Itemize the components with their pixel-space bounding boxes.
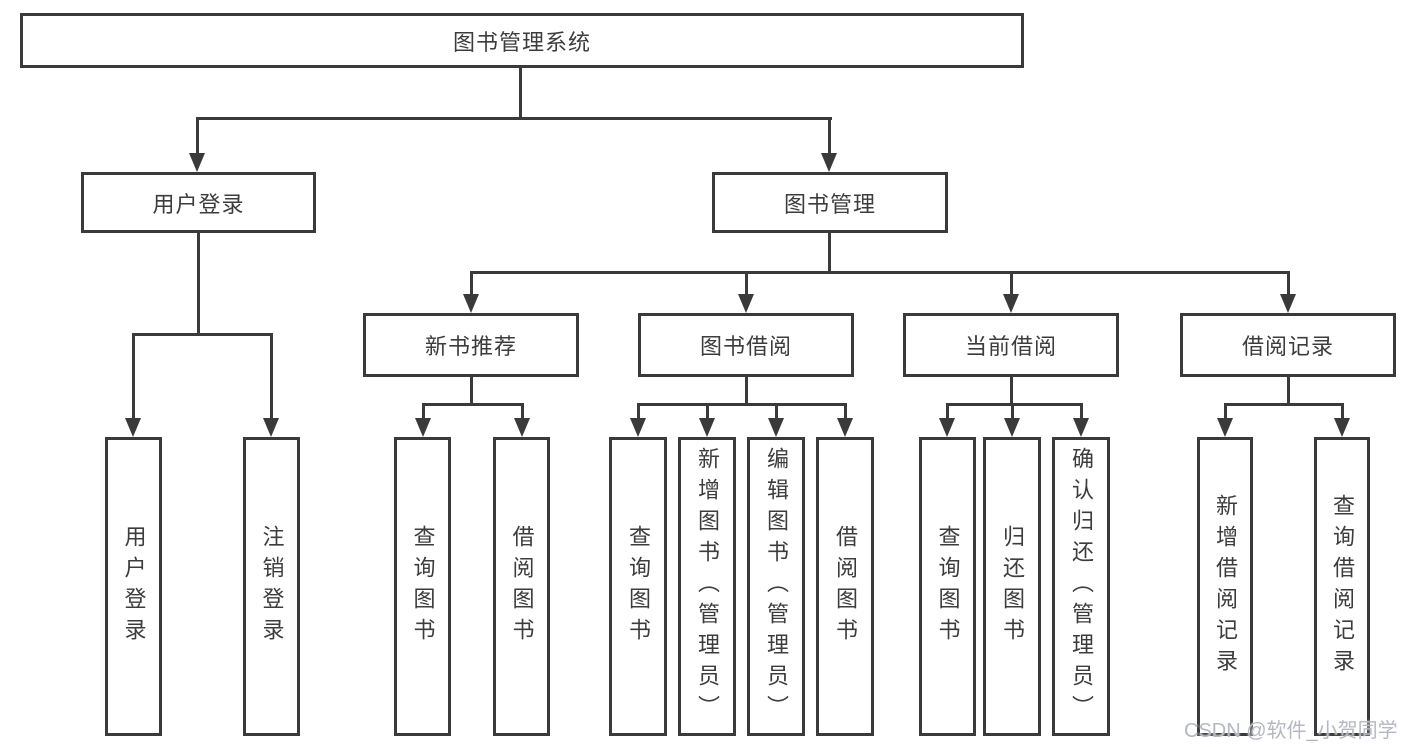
arrow-line-bb-add [706, 403, 709, 420]
arrowhead-bb-edit [768, 418, 784, 437]
node-root: 图书管理系统 [20, 13, 1024, 68]
csdn-watermark: CSDN @软件_小贺同学 [1184, 720, 1398, 742]
connector-new-book-recommend-stem [470, 377, 473, 405]
connector-user-login-branch [132, 333, 273, 336]
node-borrow-records: 借阅记录 [1180, 313, 1396, 377]
arrow-line-bb-edit [775, 403, 778, 420]
node-nbr-query-books: 查询图书 [394, 437, 451, 736]
arrowhead-to-book-management [821, 153, 837, 172]
connector-new-book-recommend-branch [422, 403, 523, 406]
node-current-borrow: 当前借阅 [903, 313, 1119, 377]
connector-root-branch [196, 117, 832, 120]
connector-root-stem [519, 68, 522, 119]
arrowhead-to-logout-leaf [263, 418, 279, 437]
node-cb-return-books: 归还图书 [983, 437, 1041, 736]
arrow-line-bb-borrow [844, 403, 847, 420]
node-new-book-recommend: 新书推荐 [363, 313, 579, 377]
node-bb-borrow-books: 借阅图书 [816, 437, 874, 736]
arrowhead-nbr-borrow [514, 418, 530, 437]
node-bb-query-books: 查询图书 [609, 437, 667, 736]
arrow-line-nbr-query [422, 403, 425, 420]
arrowhead-bb-add [699, 418, 715, 437]
node-book-management: 图书管理 [712, 172, 948, 233]
arrow-line-nbr-borrow [521, 403, 524, 420]
connector-current-borrow-branch [946, 403, 1082, 406]
connector-book-borrow-stem [745, 377, 748, 405]
arrow-line-br-query [1341, 403, 1344, 420]
arrow-line-to-logout-leaf [270, 333, 273, 419]
arrowhead-to-user-login-leaf [125, 418, 141, 437]
arrow-line-cb-confirm [1080, 403, 1083, 420]
arrowhead-to-book-borrow [738, 294, 754, 313]
node-nbr-borrow-books: 借阅图书 [493, 437, 550, 736]
arrow-line-to-book-borrow [745, 271, 748, 296]
arrow-line-to-user-login [196, 117, 199, 155]
arrow-line-bb-query [637, 403, 640, 420]
connector-borrow-records-branch [1224, 403, 1343, 406]
arrow-line-to-new-book-recommend [470, 271, 473, 296]
arrowhead-cb-return [1004, 418, 1020, 437]
arrowhead-cb-confirm [1073, 418, 1089, 437]
node-cb-confirm-return-admin: 确认归还（管理员） [1052, 437, 1110, 736]
node-user-login: 用户登录 [81, 172, 316, 233]
node-br-add-record: 新增借阅记录 [1197, 437, 1253, 736]
arrowhead-to-borrow-records [1280, 294, 1296, 313]
arrowhead-bb-borrow [837, 418, 853, 437]
arrow-line-to-current-borrow [1010, 271, 1013, 296]
connector-user-login-stem [197, 233, 200, 335]
arrow-line-to-book-management [828, 117, 831, 155]
connector-book-management-stem [828, 233, 831, 273]
arrowhead-bb-query [630, 418, 646, 437]
arrow-line-cb-query [946, 403, 949, 420]
arrow-line-to-borrow-records [1287, 271, 1290, 296]
node-book-borrow: 图书借阅 [638, 313, 854, 377]
arrow-line-br-add [1224, 403, 1227, 420]
connector-book-management-branch [470, 271, 1289, 274]
connector-current-borrow-stem [1010, 377, 1013, 405]
arrowhead-br-query [1334, 418, 1350, 437]
arrowhead-to-current-borrow [1003, 294, 1019, 313]
arrowhead-br-add [1217, 418, 1233, 437]
node-user-login-leaf: 用户登录 [105, 437, 162, 736]
node-logout-leaf: 注销登录 [243, 437, 300, 736]
node-br-query-record: 查询借阅记录 [1314, 437, 1370, 736]
arrowhead-to-new-book-recommend [463, 294, 479, 313]
arrowhead-nbr-query [415, 418, 431, 437]
arrowhead-to-user-login [189, 153, 205, 172]
arrowhead-cb-query [939, 418, 955, 437]
arrow-line-cb-return [1011, 403, 1014, 420]
connector-book-borrow-branch [637, 403, 846, 406]
node-bb-add-books-admin: 新增图书（管理员） [678, 437, 736, 736]
connector-borrow-records-stem [1287, 377, 1290, 405]
arrow-line-to-user-login-leaf [132, 333, 135, 419]
node-cb-query-books: 查询图书 [919, 437, 976, 736]
node-bb-edit-books-admin: 编辑图书（管理员） [747, 437, 805, 736]
